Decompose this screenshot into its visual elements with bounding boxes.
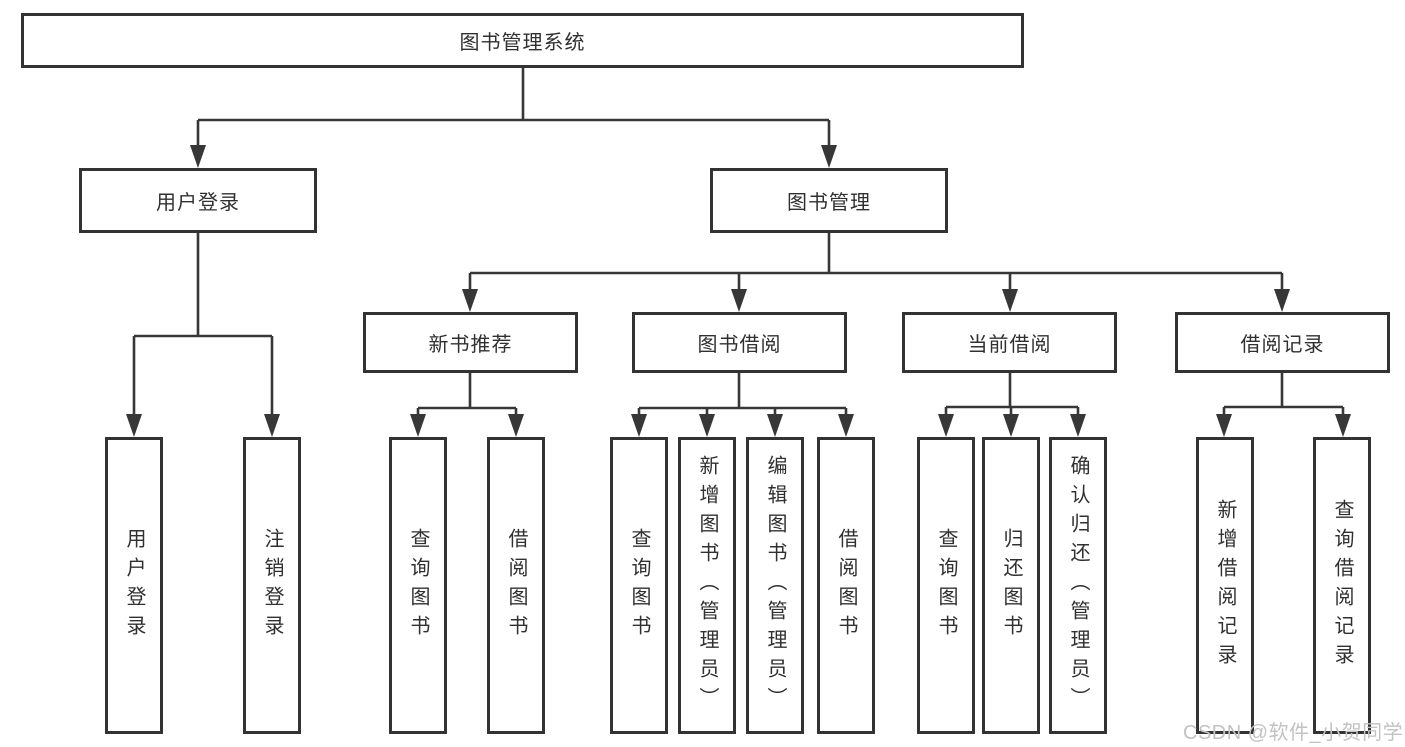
- node-book-borrowing: 图书借阅: [632, 312, 847, 373]
- leaf-logout: 注销登录: [243, 437, 301, 734]
- leaf-label: 查询图书: [628, 527, 650, 644]
- leaf-label: 归还图书: [1000, 527, 1022, 644]
- leaf-query-books-current: 查询图书: [917, 437, 975, 734]
- leaf-label: 查询图书: [935, 527, 957, 644]
- leaf-query-books-borrow: 查询图书: [610, 437, 668, 734]
- leaf-label: 确认归还（管理员）: [1067, 455, 1089, 716]
- leaf-label: 新增借阅记录: [1214, 498, 1236, 673]
- leaf-query-books-recommend: 查询图书: [389, 437, 447, 734]
- leaf-user-login: 用户登录: [105, 437, 163, 734]
- leaf-borrow-books: 借阅图书: [817, 437, 875, 734]
- leaf-add-borrow-record: 新增借阅记录: [1196, 437, 1254, 734]
- leaf-label: 用户登录: [123, 527, 145, 644]
- leaf-label: 查询图书: [407, 527, 429, 644]
- node-label: 图书管理系统: [459, 32, 586, 54]
- leaf-label: 借阅图书: [505, 527, 527, 644]
- leaf-query-borrow-record: 查询借阅记录: [1313, 437, 1371, 734]
- leaf-label: 借阅图书: [835, 527, 857, 644]
- node-book-management: 图书管理: [710, 168, 948, 233]
- node-label: 用户登录: [156, 192, 240, 214]
- node-new-book-recommendation: 新书推荐: [363, 312, 578, 373]
- node-label: 借阅记录: [1240, 334, 1325, 356]
- node-library-management-system: 图书管理系统: [21, 13, 1024, 68]
- leaf-add-books-admin: 新增图书（管理员）: [678, 437, 736, 734]
- leaf-label: 新增图书（管理员）: [696, 455, 718, 716]
- leaf-return-books: 归还图书: [982, 437, 1040, 734]
- leaf-label: 查询借阅记录: [1331, 498, 1353, 673]
- node-label: 新书推荐: [428, 334, 513, 356]
- node-label: 图书管理: [787, 192, 871, 214]
- node-user-login: 用户登录: [79, 168, 317, 233]
- node-label: 当前借阅: [967, 334, 1052, 356]
- node-borrowing-records: 借阅记录: [1175, 312, 1390, 373]
- leaf-label: 注销登录: [261, 527, 283, 644]
- node-label: 图书借阅: [697, 334, 782, 356]
- leaf-edit-books-admin: 编辑图书（管理员）: [746, 437, 804, 734]
- node-current-borrowing: 当前借阅: [902, 312, 1117, 373]
- leaf-borrow-books-recommend: 借阅图书: [487, 437, 545, 734]
- leaf-confirm-return-admin: 确认归还（管理员）: [1049, 437, 1107, 734]
- csdn-watermark: CSDN @软件_小贺同学: [1183, 722, 1404, 744]
- leaf-label: 编辑图书（管理员）: [764, 455, 786, 716]
